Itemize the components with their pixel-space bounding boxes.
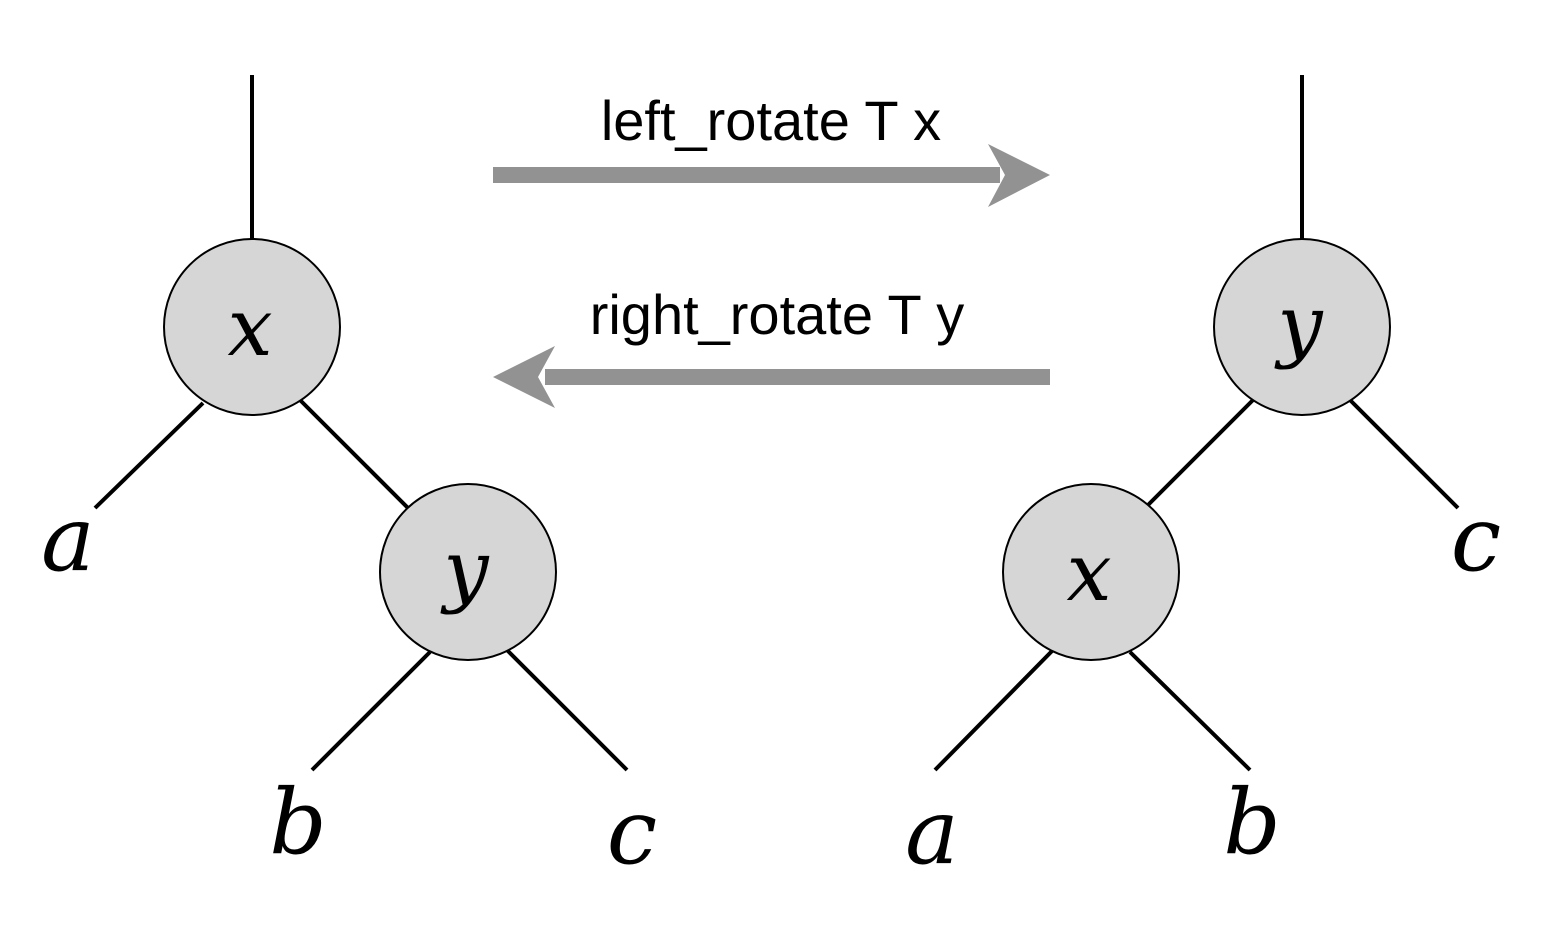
- right-rotate-label: right_rotate T y: [590, 283, 965, 346]
- edge-y-to-c: [1348, 398, 1460, 510]
- node-y-before: [379, 483, 557, 661]
- rotation-arrows: left_rotate T x right_rotate T y: [493, 89, 1050, 408]
- edge-y-to-x: [1146, 398, 1255, 507]
- left-rotate-label: left_rotate T x: [601, 89, 941, 152]
- left-rotate-arrow: [493, 144, 1050, 207]
- edge-x-to-b-after: [1128, 650, 1252, 772]
- edge-x-to-a: [93, 401, 205, 510]
- node-x-before: [163, 238, 341, 416]
- edge-y-to-b: [310, 650, 432, 772]
- right-rotate-arrow: [493, 346, 1050, 408]
- node-y-after-label: y: [1274, 278, 1324, 371]
- leaf-c-before: c: [607, 780, 657, 885]
- leaf-b-before: b: [269, 770, 327, 875]
- edge-x-to-y: [298, 398, 412, 512]
- leaf-b-after: b: [1223, 770, 1281, 875]
- leaf-a-after: a: [905, 780, 959, 885]
- node-y-before-label: y: [440, 523, 490, 616]
- edge-x-to-a-after: [933, 648, 1055, 772]
- node-x-before-label: x: [227, 281, 272, 374]
- leaf-c-after: c: [1451, 487, 1501, 592]
- node-x-after-label: x: [1066, 526, 1111, 619]
- tree-before: x y a b c: [41, 75, 657, 885]
- node-y-after: [1213, 238, 1391, 416]
- edge-y-to-c: [505, 648, 629, 772]
- tree-after: y x a b c: [905, 75, 1501, 885]
- node-x-after: [1002, 483, 1180, 661]
- leaf-a-before: a: [41, 487, 95, 592]
